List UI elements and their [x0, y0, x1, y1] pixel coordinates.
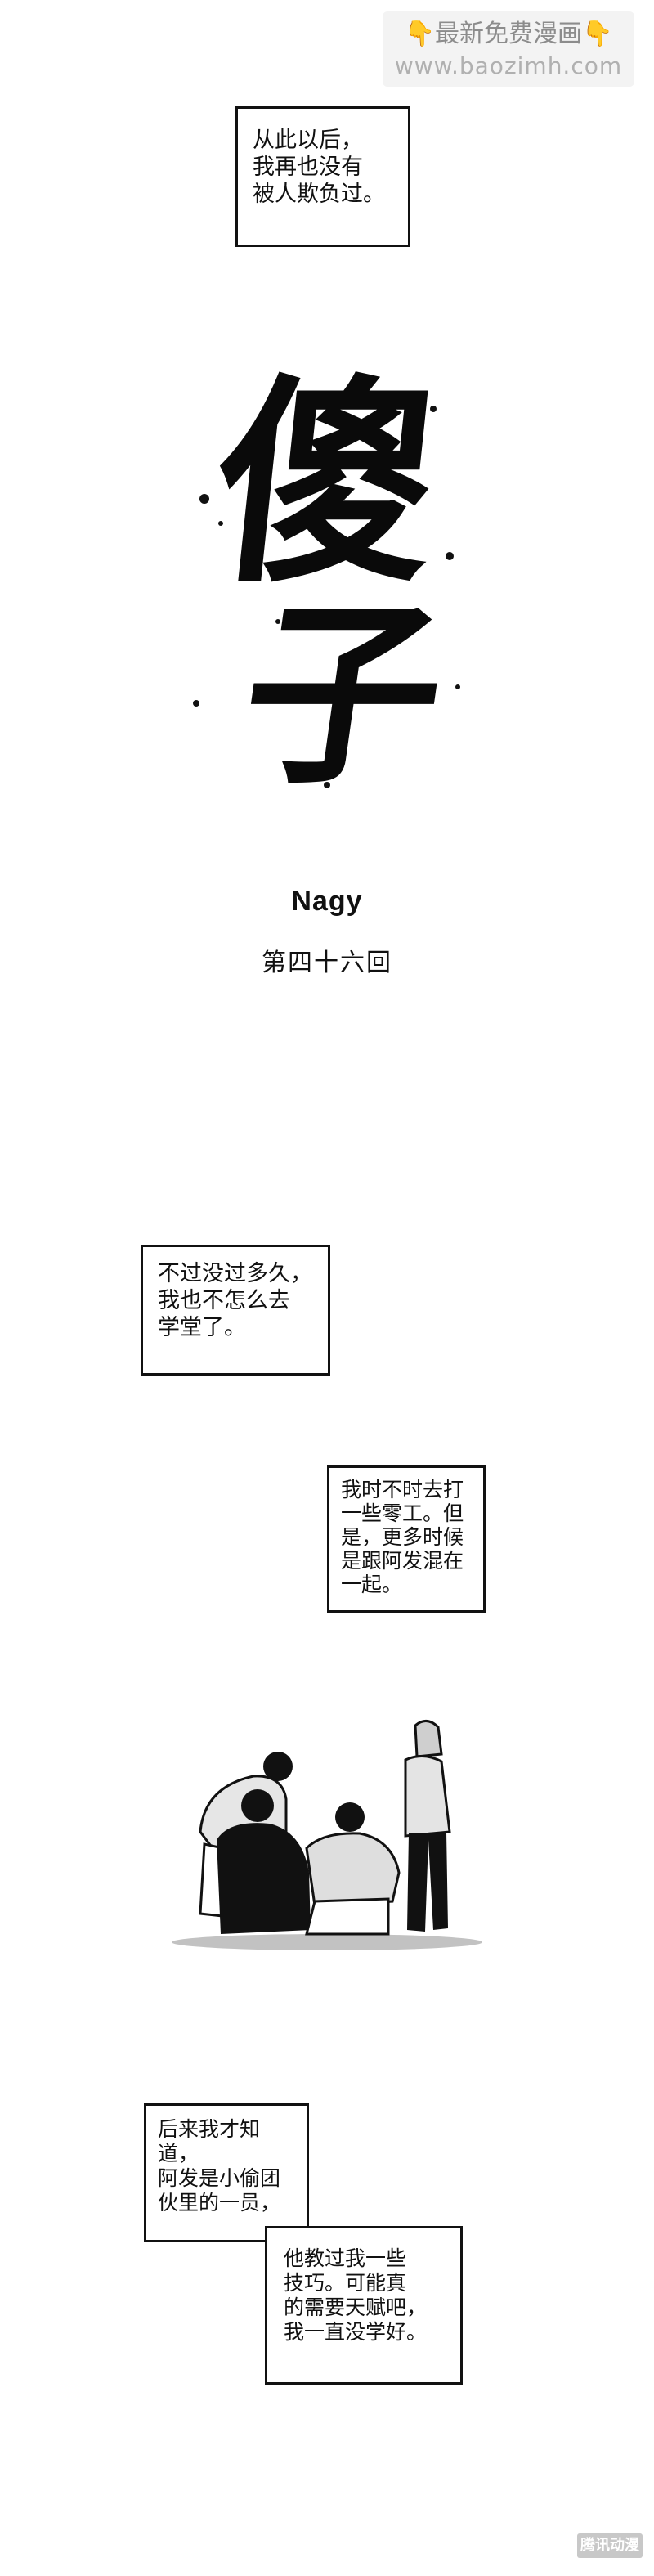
ink-splatter: [193, 406, 460, 788]
narration-box-3: 我时不时去打 一些零工。但 是，更多时候 是跟阿发混在 一起。: [327, 1465, 486, 1613]
figure-standing-right: [404, 1720, 451, 1932]
watermark-title: 👇最新免费漫画👇: [404, 20, 613, 48]
narration-box-5: 他教过我一些 技巧。可能真 的需要天赋吧， 我一直没学好。: [265, 2226, 463, 2385]
narration-box-2: 不过没过多久， 我也不怎么去 学堂了。: [141, 1245, 330, 1376]
pointing-down-icon: 👇: [404, 20, 435, 48]
site-watermark: 👇最新免费漫画👇 www.baozimh.com: [383, 11, 634, 87]
narration-box-1: 从此以后， 我再也没有 被人欺负过。: [235, 106, 410, 247]
narration-box-4: 后来我才知道， 阿发是小偷团 伙里的一员，: [144, 2103, 309, 2242]
watermark-url: www.baozimh.com: [394, 52, 623, 79]
pointing-down-icon: 👇: [582, 20, 613, 48]
chapter-number: 第四十六回: [262, 949, 392, 977]
group-illustration: [172, 1720, 482, 1950]
publisher-logo: 腾讯动漫: [577, 2533, 643, 2558]
figure-black-coat: [217, 1789, 311, 1934]
author-name: Nagy: [291, 886, 363, 917]
figure-crouching-middle: [305, 1802, 401, 1936]
